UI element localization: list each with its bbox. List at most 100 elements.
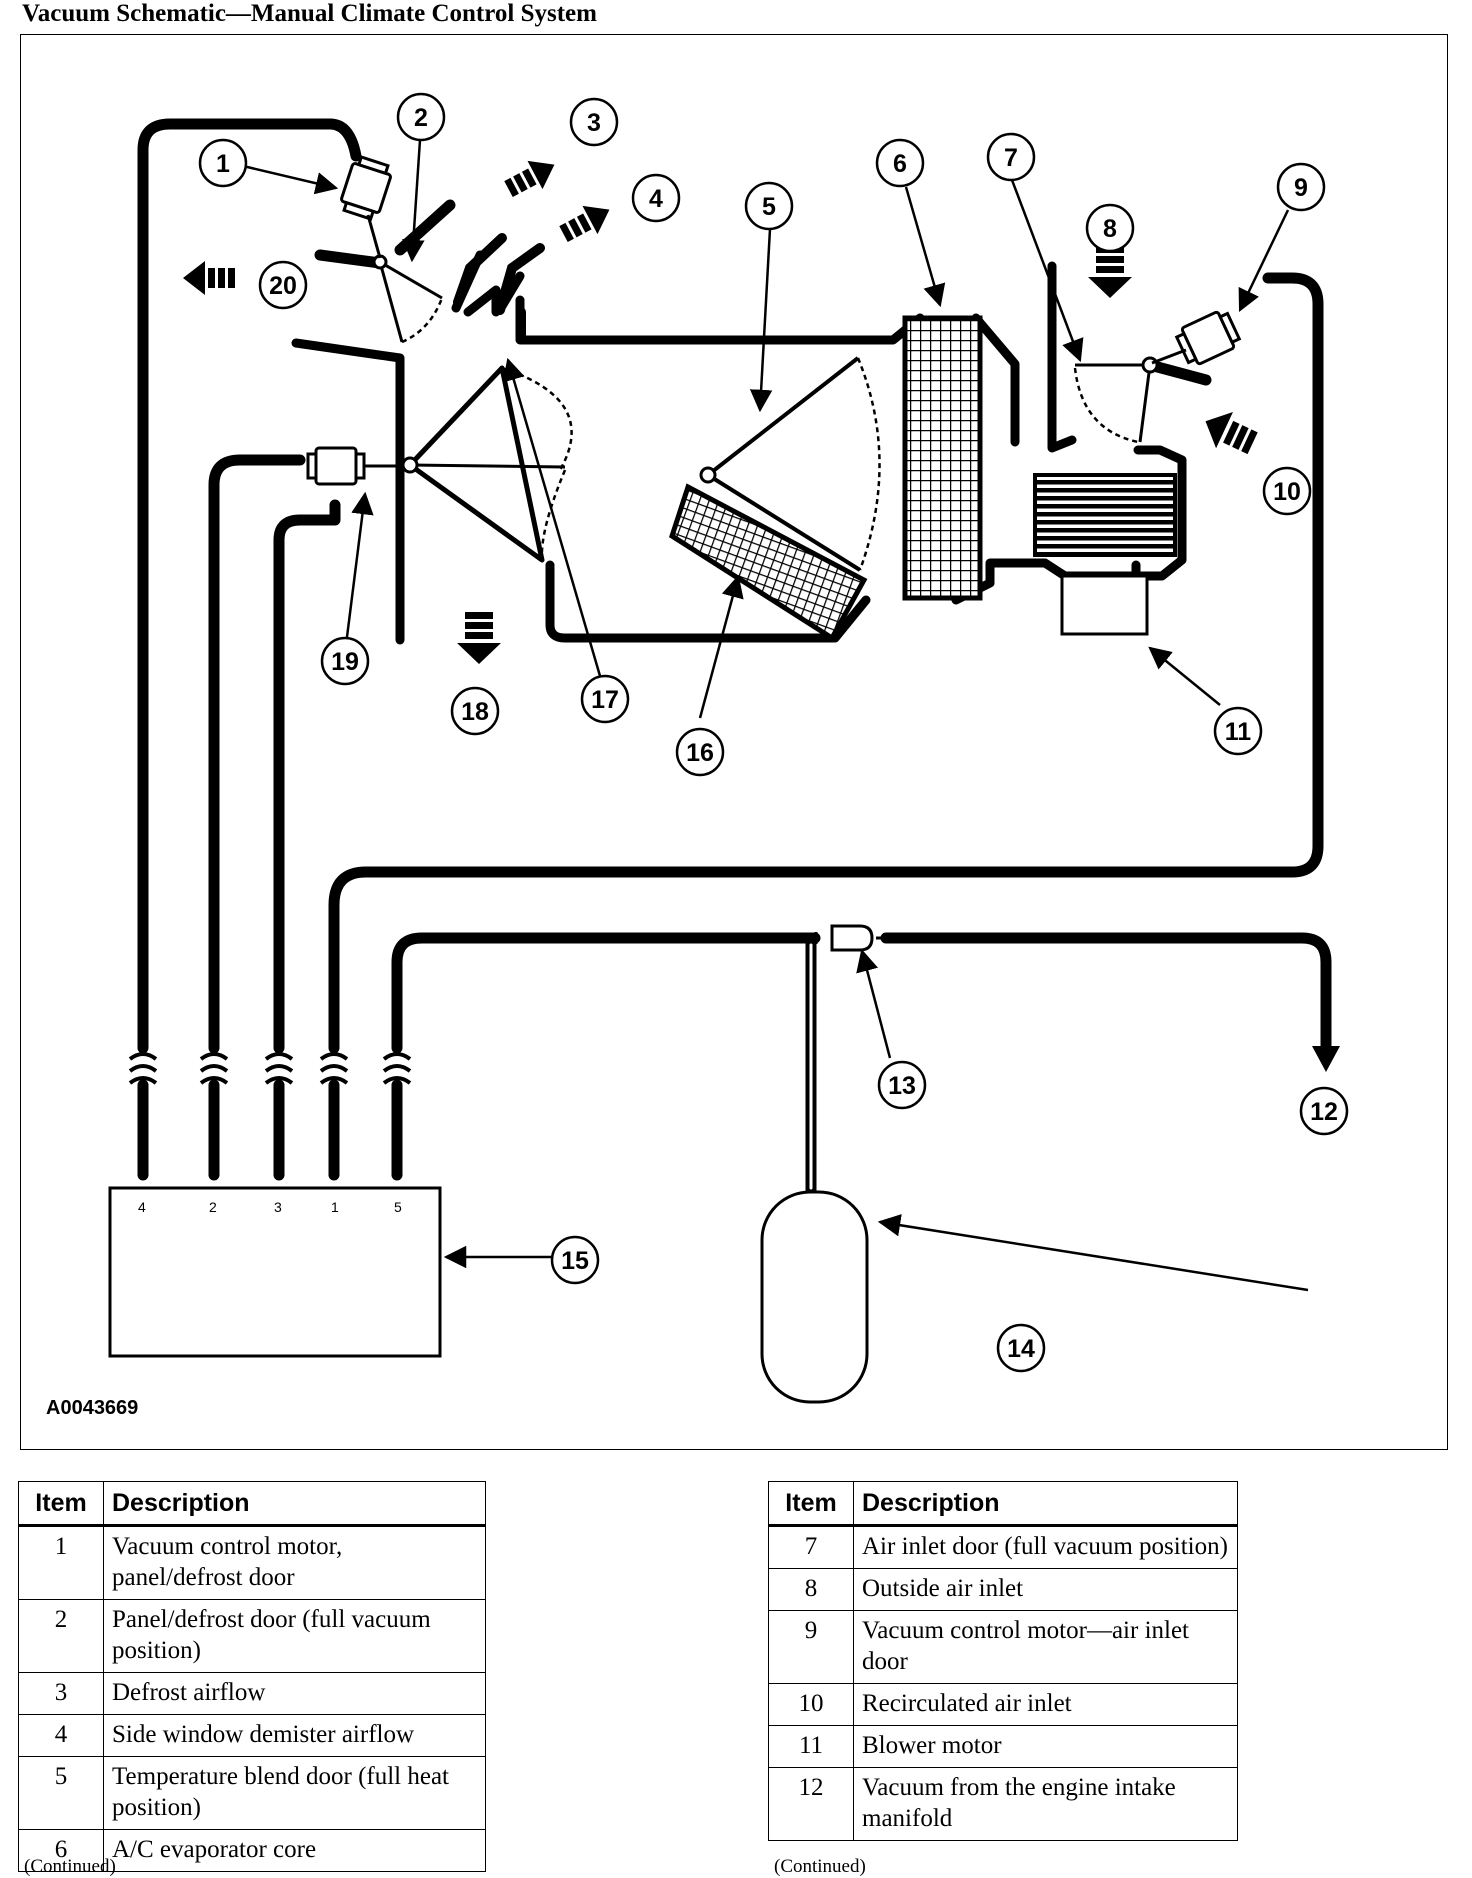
vacuum-motor-mode-door xyxy=(306,446,404,486)
callout-6: 6 xyxy=(875,138,925,188)
item-description: A/C evaporator core xyxy=(103,1829,486,1872)
svg-text:1: 1 xyxy=(216,150,230,178)
svg-text:10: 10 xyxy=(1273,478,1301,506)
diagram-frame xyxy=(20,34,1448,1450)
hose-port-5 xyxy=(391,932,821,1054)
item-description: Blower motor xyxy=(853,1725,1238,1768)
callout-13: 13 xyxy=(877,1060,927,1110)
item-description: Vacuum control motor, panel/defrost door xyxy=(103,1525,486,1600)
item-description: Side window demister airflow xyxy=(103,1714,486,1757)
item-description: Vacuum control motor—air inlet door xyxy=(853,1610,1238,1684)
check-valve xyxy=(814,924,884,952)
callout-7: 7 xyxy=(986,132,1036,182)
callout-20: 20 xyxy=(258,260,308,310)
svg-text:8: 8 xyxy=(1103,215,1117,243)
item-number: 4 xyxy=(18,1714,104,1757)
svg-text:19: 19 xyxy=(331,648,359,676)
callout-17: 17 xyxy=(580,674,630,724)
svg-text:5: 5 xyxy=(762,193,776,221)
callout-18: 18 xyxy=(450,686,500,736)
hose-port-1 xyxy=(328,272,1324,1054)
column-header-description: Description xyxy=(853,1481,1238,1527)
column-header-description: Description xyxy=(103,1481,486,1527)
item-number: 5 xyxy=(18,1756,104,1830)
callout-11: 11 xyxy=(1213,706,1263,756)
hose-port-3 xyxy=(273,499,341,1054)
item-number: 7 xyxy=(768,1525,854,1569)
svg-text:13: 13 xyxy=(888,1072,916,1100)
callout-1: 1 xyxy=(198,138,248,188)
continued-note: (Continued) xyxy=(24,1856,116,1877)
hose-to-engine xyxy=(880,932,1332,1051)
callouts: 1 2 3 4 5 6 7 8 9 10 11 12 13 14 15 16 1… xyxy=(198,92,1349,1373)
port-label: 4 xyxy=(138,1199,146,1215)
callout-9: 9 xyxy=(1276,162,1326,212)
heater-core xyxy=(669,483,868,642)
vacuum-schematic: 4 2 3 1 5 xyxy=(108,92,1349,1404)
svg-text:15: 15 xyxy=(561,1247,589,1275)
callout-15: 15 xyxy=(550,1235,600,1285)
item-number: 1 xyxy=(18,1525,104,1600)
item-number: 9 xyxy=(768,1610,854,1684)
figure-id: A0043669 xyxy=(46,1397,139,1419)
item-description: Outside air inlet xyxy=(853,1568,1238,1611)
item-number: 2 xyxy=(18,1599,104,1673)
svg-text:2: 2 xyxy=(414,104,428,132)
panel-defrost-door xyxy=(314,199,456,344)
leader-lines xyxy=(242,139,1309,1292)
vacuum-hoses xyxy=(137,118,1332,1198)
callout-8: 8 xyxy=(1085,203,1135,253)
svg-text:3: 3 xyxy=(587,109,601,137)
vacuum-reservoir xyxy=(760,1190,869,1404)
item-number: 12 xyxy=(768,1767,854,1841)
column-header-item: Item xyxy=(18,1481,104,1527)
page-title: Vacuum Schematic—Manual Climate Control … xyxy=(22,0,597,27)
callout-3: 3 xyxy=(569,97,619,147)
item-number: 3 xyxy=(18,1672,104,1715)
callout-14: 14 xyxy=(996,1323,1046,1373)
item-number: 11 xyxy=(768,1725,854,1768)
continued-note: (Continued) xyxy=(774,1856,866,1877)
vacuum-motor-panel-defrost xyxy=(340,155,392,259)
callout-12: 12 xyxy=(1299,1086,1349,1136)
callout-4: 4 xyxy=(631,173,681,223)
air-inlet-door xyxy=(1073,356,1212,444)
evaporator-core xyxy=(902,315,983,601)
svg-text:12: 12 xyxy=(1310,1098,1338,1126)
callout-16: 16 xyxy=(675,727,725,777)
port-label: 3 xyxy=(274,1199,282,1215)
port-label: 1 xyxy=(331,1199,339,1215)
hose-couplers xyxy=(128,1052,412,1085)
item-number: 10 xyxy=(768,1683,854,1726)
mode-door xyxy=(401,365,573,563)
callout-19: 19 xyxy=(320,636,370,686)
hose-port-2 xyxy=(208,454,306,1054)
svg-text:18: 18 xyxy=(461,698,489,726)
blower-wheel xyxy=(1033,473,1177,557)
port-label: 5 xyxy=(394,1199,402,1215)
svg-text:16: 16 xyxy=(686,739,714,767)
item-description: Defrost airflow xyxy=(103,1672,486,1715)
svg-text:4: 4 xyxy=(649,185,663,213)
item-number: 8 xyxy=(768,1568,854,1611)
plenum-walls xyxy=(291,250,1187,645)
vacuum-motor-air-inlet xyxy=(1151,310,1242,366)
arrow-to-engine xyxy=(1312,1046,1340,1072)
blower-motor xyxy=(1060,574,1149,636)
item-description: Panel/defrost door (full vacuum position… xyxy=(103,1599,486,1673)
svg-text:6: 6 xyxy=(893,150,907,178)
temperature-blend-door xyxy=(699,356,881,572)
item-description: Vacuum from the engine intake manifold xyxy=(853,1767,1238,1841)
